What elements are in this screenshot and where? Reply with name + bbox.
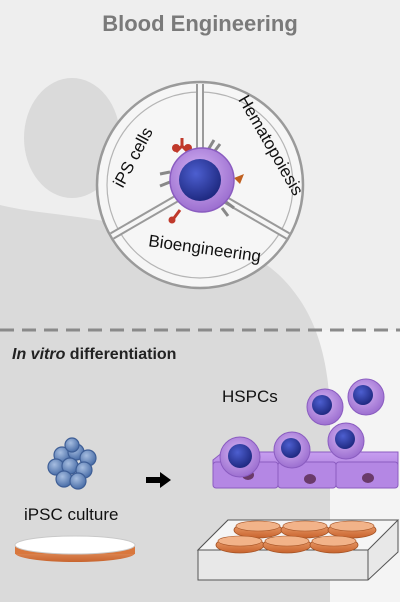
section-label-italic: In vitro — [12, 346, 66, 363]
hspc-cell — [219, 436, 261, 478]
cell-nucleus — [179, 159, 221, 201]
hspc-cell — [327, 422, 365, 460]
central-blood-cell — [159, 138, 244, 224]
hspc-cell — [347, 378, 385, 416]
petri-dish — [14, 535, 136, 562]
ipsc-culture-label: iPSC culture — [24, 505, 118, 524]
multiwell-plate — [196, 519, 400, 581]
section-label-rest: differentiation — [65, 346, 176, 363]
topics-wheel: iPS cells Hematopoiesis Bioengineering — [95, 80, 307, 290]
differentiation-arrow — [146, 472, 171, 488]
ipsc-colony — [47, 437, 97, 490]
surface-receptors — [159, 138, 244, 224]
hspc-cell — [306, 388, 344, 426]
human-silhouette — [0, 78, 330, 602]
hspcs-label: HSPCs — [222, 387, 278, 406]
section-label: In vitro differentiation — [12, 346, 176, 363]
hspc-cell — [273, 431, 311, 469]
hspc-cells — [219, 378, 385, 478]
page-title: Blood Engineering — [102, 11, 298, 36]
